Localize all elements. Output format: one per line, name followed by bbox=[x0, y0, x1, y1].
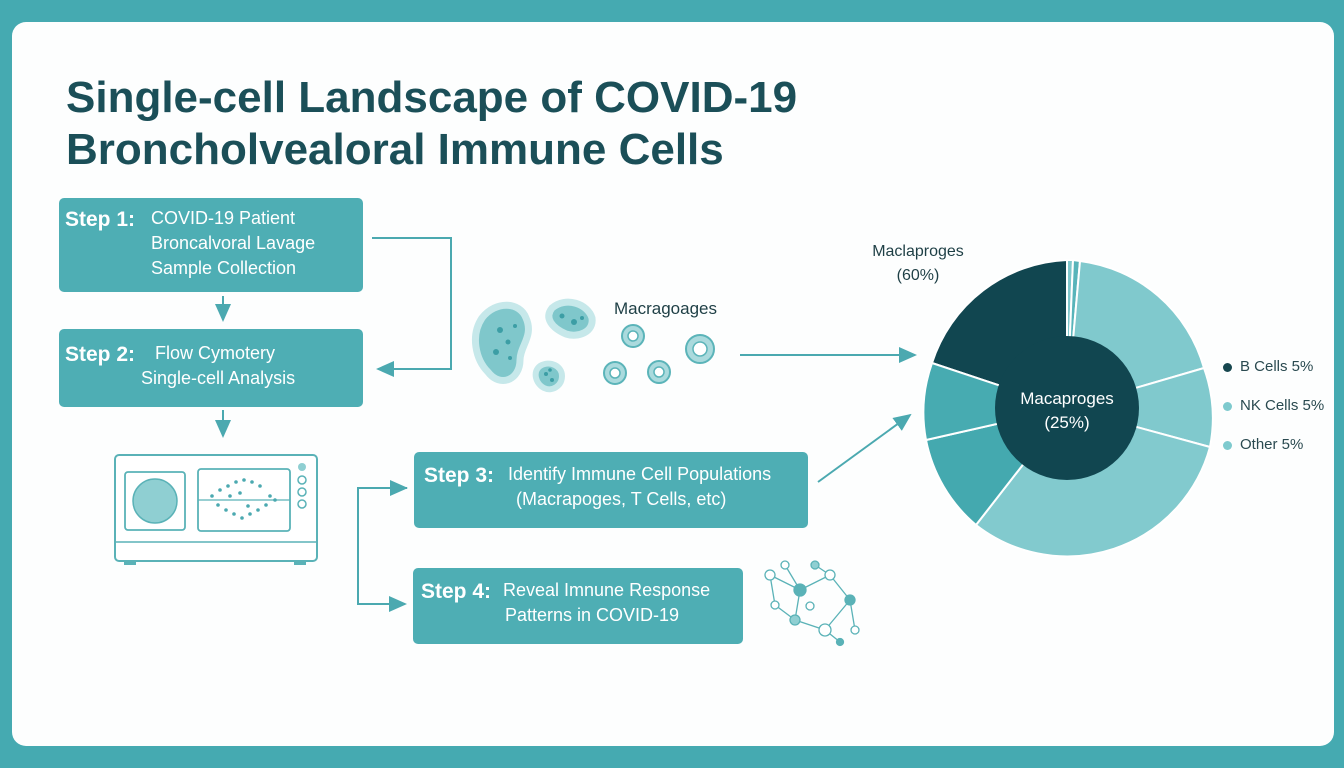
macrophage-cell-small bbox=[532, 360, 566, 393]
legend-other: Other 5% bbox=[1240, 436, 1304, 453]
chart-top-label: Maclaproges (60%) bbox=[872, 243, 964, 284]
cells-label: Macragoages bbox=[614, 299, 718, 318]
title-line-2: Broncholvealoral Immune Cells bbox=[66, 125, 724, 174]
slice-mid-upper bbox=[922, 361, 1071, 442]
donut-chart bbox=[922, 258, 1214, 558]
step-2-box: Step 2: Flow Cymotery Single-cell Analys… bbox=[59, 329, 363, 407]
network-icon bbox=[764, 560, 860, 647]
step-1-text: COVID-19 Patient Broncalvoral Lavage Sam… bbox=[151, 208, 316, 278]
step-3-box: Step 3: Identify Immune Cell Populations… bbox=[414, 452, 808, 528]
chart-center-label: Macaproges (25%) bbox=[1020, 389, 1114, 432]
step-4-box: Step 4: Reveal Imnune Response Patterns … bbox=[413, 568, 743, 644]
legend-dot-nk-cells bbox=[1223, 402, 1232, 411]
arrow-loop-step1-step2 bbox=[372, 237, 452, 377]
step-2-label: Step 2: bbox=[65, 343, 136, 366]
macrophage-cell-large bbox=[471, 301, 532, 384]
legend-nk-cells: NK Cells 5% bbox=[1240, 397, 1325, 414]
legend-dot-b-cells bbox=[1223, 363, 1232, 372]
step-4-label: Step 4: bbox=[421, 580, 492, 603]
step-3-label: Step 3: bbox=[424, 464, 495, 487]
slice-light-bottom bbox=[974, 406, 1212, 558]
connector-arrows bbox=[215, 237, 917, 612]
step-2-text: Flow Cymotery Single-cell Analysis bbox=[141, 343, 296, 388]
macrophage-cell-elongated bbox=[545, 298, 596, 339]
immune-cells-cluster bbox=[471, 298, 715, 393]
donut-center bbox=[995, 336, 1139, 480]
step-4-text: Reveal Imnune Response Patterns in COVID… bbox=[503, 580, 711, 625]
flow-cytometer-icon bbox=[114, 454, 318, 565]
page-title: Single-cell Landscape of COVID-19 Bronch… bbox=[66, 72, 797, 176]
legend-b-cells: B Cells 5% bbox=[1240, 358, 1314, 375]
title-line-1: Single-cell Landscape of COVID-19 bbox=[66, 73, 798, 122]
step-1-box: Step 1: COVID-19 Patient Broncalvoral La… bbox=[59, 198, 363, 292]
arrow-step3-chart bbox=[817, 413, 912, 483]
step-3-text: Identify Immune Cell Populations (Macrap… bbox=[508, 464, 772, 509]
bracket-step3-step4 bbox=[357, 487, 407, 605]
legend-dot-other bbox=[1223, 441, 1232, 450]
step-1-label: Step 1: bbox=[65, 208, 136, 231]
